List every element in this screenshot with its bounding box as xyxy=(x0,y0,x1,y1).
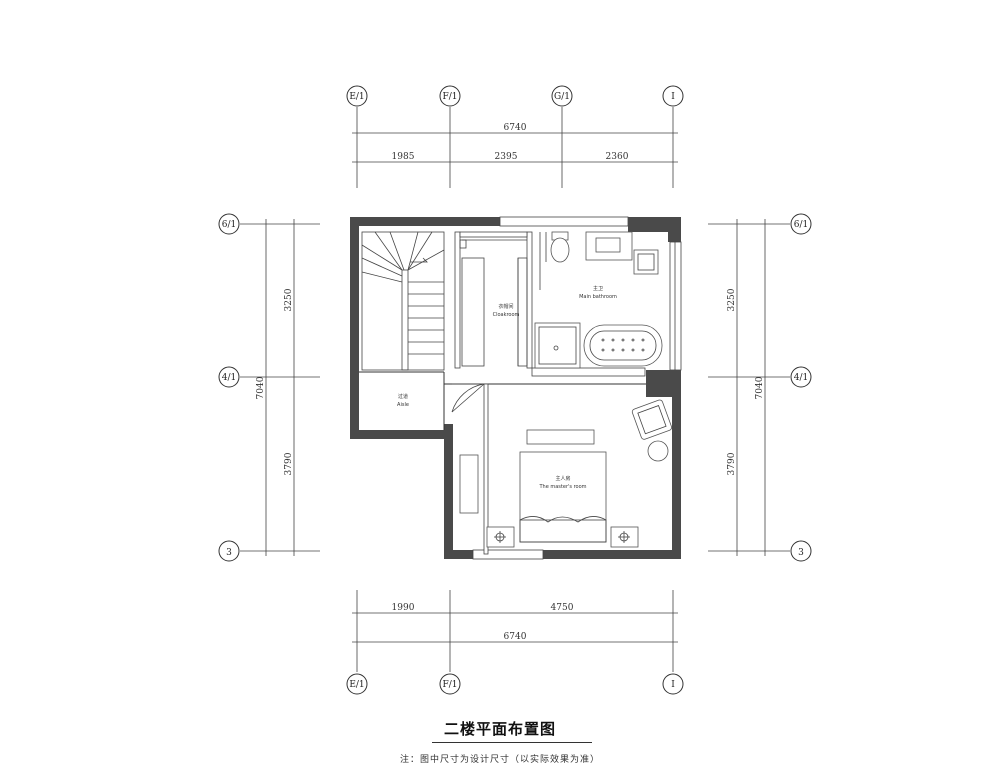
sink-basin xyxy=(595,237,621,253)
right-total-dimension: 7040 xyxy=(755,376,765,399)
bathroom-label-en: Main bathroom xyxy=(579,294,617,300)
top-segment-dimension-3: 2360 xyxy=(606,152,629,162)
shower-stall xyxy=(534,322,581,369)
corridor-label-cn: 过道 xyxy=(398,393,408,400)
top-axis-label-3: G/1 xyxy=(554,92,570,102)
drawing-note: 注：图中尺寸为设计尺寸（以实际效果为准） xyxy=(399,755,600,765)
right-segment-dimension-1: 3250 xyxy=(727,288,737,311)
top-axis-label-4: I xyxy=(671,92,675,102)
bathtub xyxy=(583,324,663,367)
cloakroom-label-en: Cloakroom xyxy=(493,312,520,318)
corridor: 过道 Aisle xyxy=(397,383,485,413)
toilet-bowl xyxy=(550,237,570,263)
left-segment-dimension-1: 3250 xyxy=(284,288,294,311)
bathroom: 主卫 Main bathroom xyxy=(534,231,663,369)
cloakroom: 衣帽间 Cloakroom xyxy=(459,239,528,367)
right-axis-label-2: 4/1 xyxy=(794,373,808,383)
top-axis-group: E/1 F/1 G/1 I 6740 1985 2395 2360 xyxy=(346,85,684,188)
drawing-title: 二楼平面布置图 xyxy=(443,720,556,738)
walls xyxy=(350,216,682,560)
left-axis-group: 6/1 4/1 3 7040 3250 3790 xyxy=(218,213,320,562)
bottom-axis-label-2: F/1 xyxy=(442,680,457,690)
bottom-axis-label-3: I xyxy=(671,680,675,690)
bedroom-label-cn: 主人房 xyxy=(555,475,570,482)
bottom-segment-dimension-2: 4750 xyxy=(551,603,574,613)
floor-plan-drawing: E/1 F/1 G/1 I 6740 1985 2395 2360 1990 4… xyxy=(218,85,812,695)
bottom-total-dimension: 6740 xyxy=(504,632,527,642)
left-segment-dimension-2: 3790 xyxy=(284,452,294,475)
bottom-axis-group: 1990 4750 6740 E/1 F/1 I xyxy=(346,590,684,695)
bottom-segment-dimension-1: 1990 xyxy=(392,603,415,613)
bed xyxy=(519,451,607,543)
left-axis-label-3: 3 xyxy=(226,548,232,558)
title-underline xyxy=(432,742,592,743)
left-axis-label-1: 6/1 xyxy=(222,220,236,230)
left-axis-label-2: 4/1 xyxy=(222,373,236,383)
tv-bench xyxy=(526,429,595,445)
right-segment-dimension-2: 3790 xyxy=(727,452,737,475)
bottom-axis-label-1: E/1 xyxy=(349,680,364,690)
right-axis-label-1: 6/1 xyxy=(794,220,808,230)
wardrobe xyxy=(459,454,479,514)
top-segment-dimension-2: 2395 xyxy=(495,152,518,162)
top-axis-label-2: F/1 xyxy=(442,92,457,102)
right-axis-label-3: 3 xyxy=(798,548,804,558)
top-segment-dimension-1: 1985 xyxy=(392,152,415,162)
left-total-dimension: 7040 xyxy=(256,376,266,399)
staircase xyxy=(361,231,445,371)
top-total-dimension: 6740 xyxy=(504,123,527,133)
cloakroom-label-cn: 衣帽间 xyxy=(498,303,513,310)
side-table xyxy=(647,440,669,462)
bathroom-label-cn: 主卫 xyxy=(593,285,603,292)
bedroom-label-en: The master's room xyxy=(538,484,586,490)
master-bedroom: 主人房 The master's room xyxy=(459,399,673,548)
corridor-label-en: Aisle xyxy=(397,402,409,408)
armchair xyxy=(631,399,673,440)
top-axis-label-1: E/1 xyxy=(349,92,364,102)
right-axis-group: 6/1 4/1 3 3250 3790 7040 xyxy=(708,213,812,562)
